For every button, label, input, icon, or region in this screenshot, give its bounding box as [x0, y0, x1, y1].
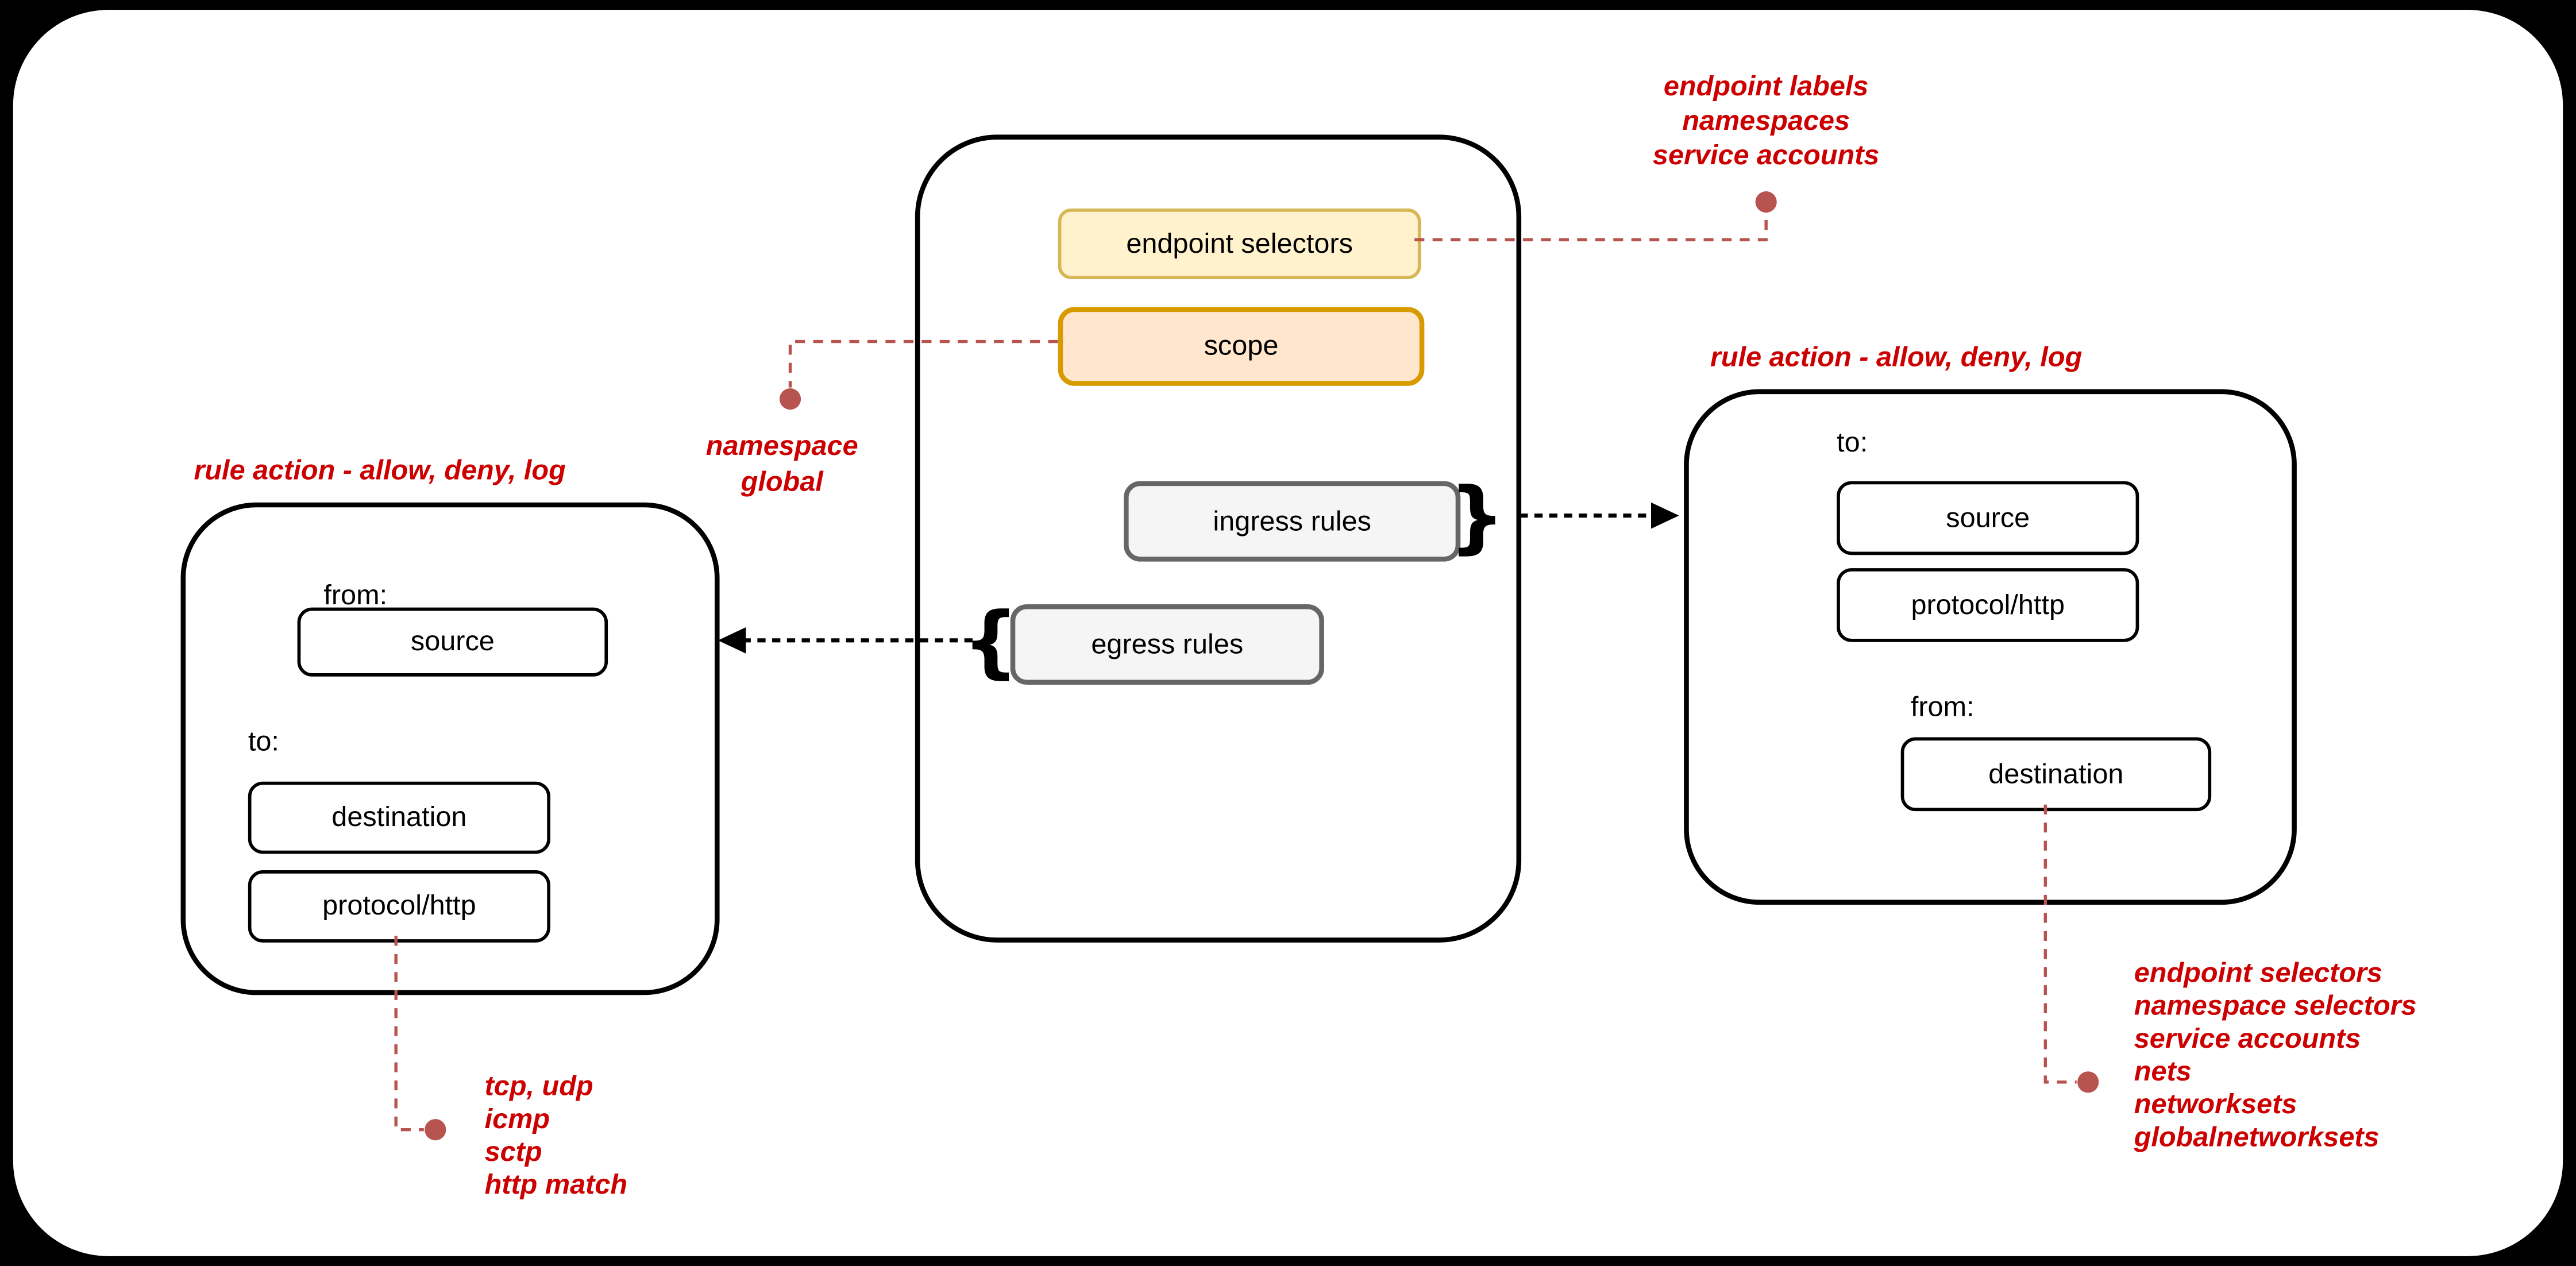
top-annotation: endpoint labels namespaces service accou… — [1653, 69, 1880, 172]
endpoint-selectors-node: endpoint selectors — [1058, 209, 1421, 279]
left-destination-node: destination — [248, 781, 550, 854]
annotation-line: namespace — [705, 430, 858, 462]
left-to-label: to: — [248, 725, 279, 757]
annotation-line: globalnetworksets — [2134, 1121, 2380, 1153]
scope-label: scope — [1204, 330, 1279, 361]
egress-brace-icon: { — [962, 596, 1019, 688]
right-rule-box — [1684, 389, 2297, 905]
left-from-label: from: — [323, 580, 388, 611]
annotation-line: namespaces — [1682, 105, 1850, 137]
destination-annotation: endpoint selectors namespace selectors s… — [2134, 958, 2417, 1155]
right-rule-title: rule action - allow, deny, log — [1710, 341, 2083, 373]
right-protocol-node: protocol/http — [1837, 568, 2139, 642]
protocol-annotation: tcp, udp icmp sctp http match — [485, 1071, 627, 1202]
left-source-node: source — [297, 607, 608, 677]
right-destination-node: destination — [1900, 737, 2212, 812]
right-destination-label: destination — [1988, 758, 2124, 789]
ingress-brace-icon: } — [1449, 471, 1505, 563]
left-destination-label: destination — [331, 801, 467, 833]
right-protocol-label: protocol/http — [1911, 588, 2065, 620]
right-from-label: from: — [1910, 691, 1975, 723]
annotation-line: endpoint labels — [1663, 70, 1869, 102]
left-protocol-node: protocol/http — [248, 870, 550, 943]
annotation-line: namespace selectors — [2134, 990, 2417, 1022]
right-source-label: source — [1946, 501, 2030, 533]
annotation-line: networksets — [2134, 1089, 2297, 1120]
annotation-line: icmp — [484, 1103, 550, 1135]
annotation-line: http match — [484, 1169, 628, 1201]
scope-annotation: namespace global — [706, 429, 858, 501]
left-protocol-label: protocol/http — [322, 890, 476, 921]
egress-rules-label: egress rules — [1091, 628, 1244, 659]
annotation-line: sctp — [484, 1136, 542, 1168]
left-source-label: source — [410, 626, 495, 657]
annotation-line: service accounts — [1652, 139, 1880, 171]
left-rule-title: rule action - allow, deny, log — [194, 454, 566, 487]
right-source-node: source — [1837, 481, 2139, 555]
annotation-line: global — [741, 466, 823, 498]
endpoint-selectors-label: endpoint selectors — [1126, 227, 1353, 259]
right-to-label: to: — [1837, 427, 1868, 458]
egress-rules-node: egress rules — [1010, 604, 1324, 685]
annotation-line: nets — [2134, 1056, 2192, 1087]
annotation-line: endpoint selectors — [2134, 957, 2382, 989]
ingress-rules-label: ingress rules — [1213, 505, 1371, 536]
annotation-line: tcp, udp — [484, 1070, 593, 1102]
annotation-line: service accounts — [2134, 1022, 2361, 1055]
scope-node: scope — [1058, 307, 1425, 386]
ingress-rules-node: ingress rules — [1124, 481, 1461, 562]
